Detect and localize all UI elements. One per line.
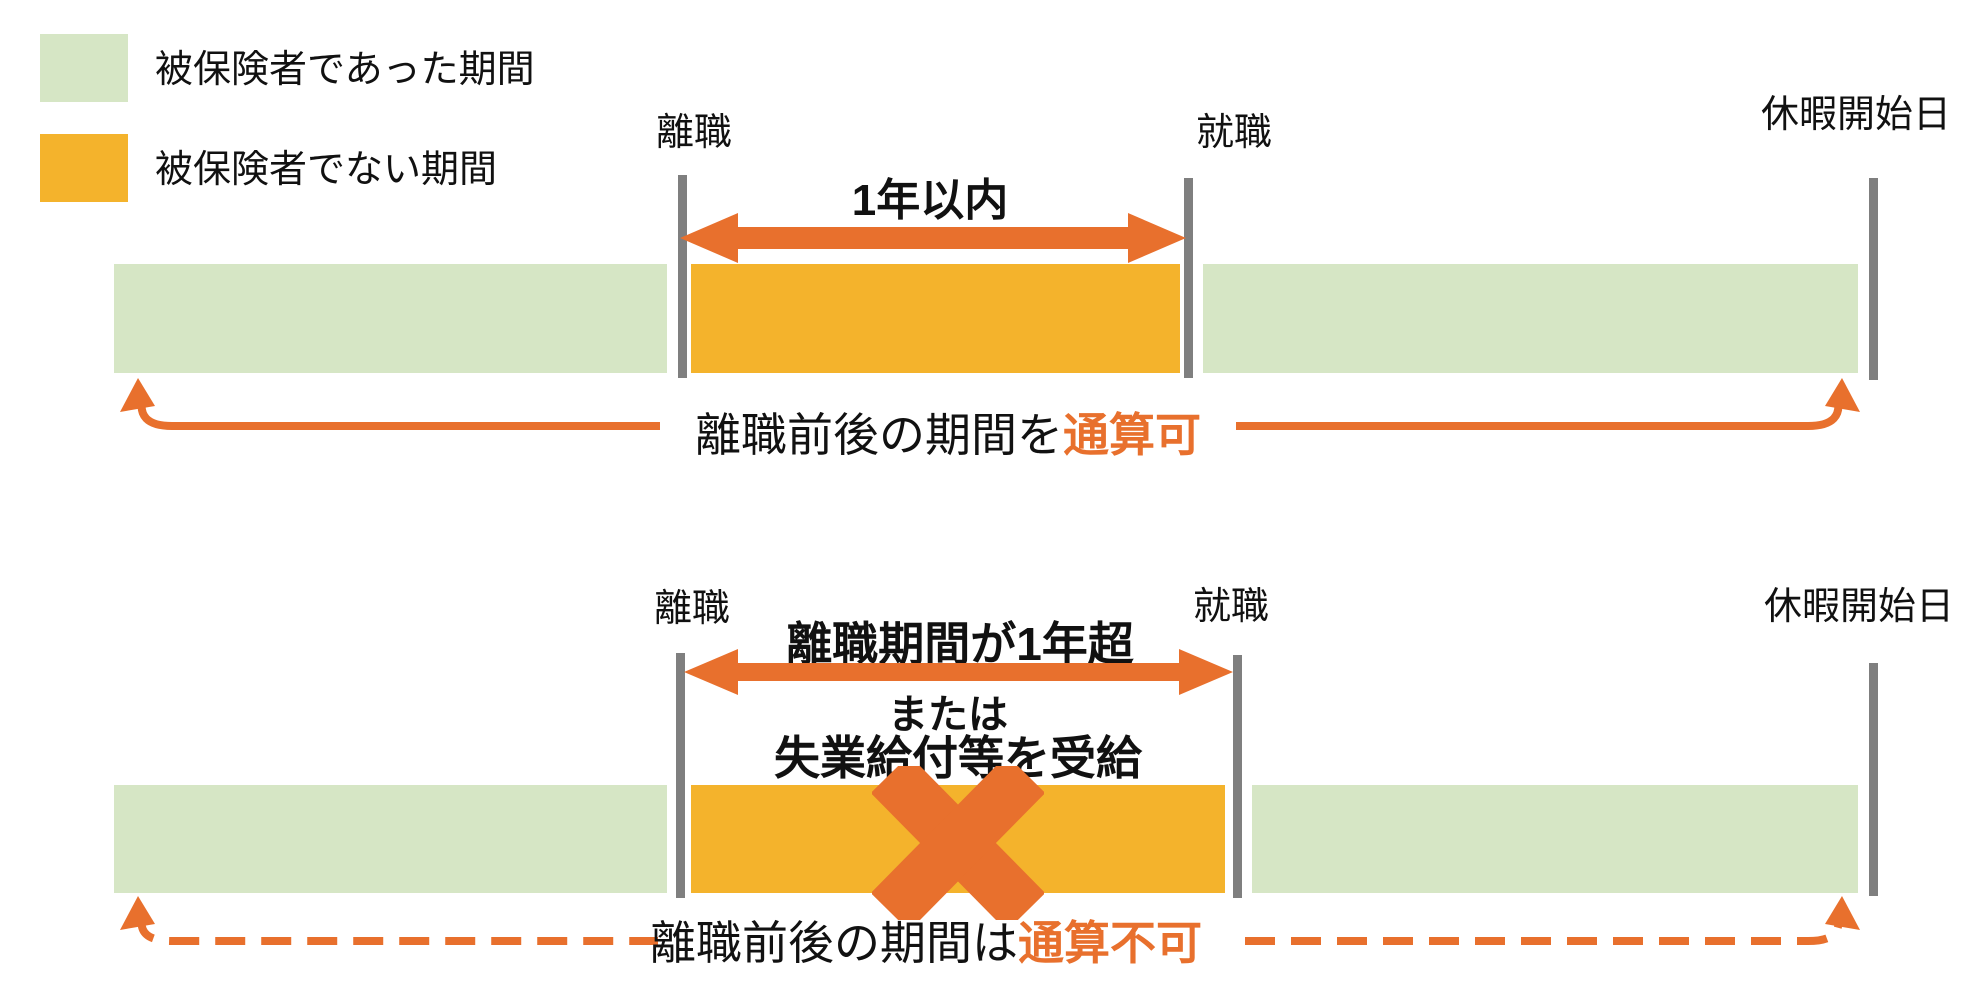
d2-milestone-line-leave-job <box>676 653 685 898</box>
d1-bar-uninsured-gap <box>691 264 1180 373</box>
d2-gap-condition-line2: または <box>888 693 1008 737</box>
d2-caption-highlight: 通算不可 <box>1018 917 1202 969</box>
d2-total-span-dashed-arrow-icon <box>120 896 1860 945</box>
d1-bar-insured-after <box>1203 264 1858 373</box>
legend-swatch-insured <box>40 34 128 102</box>
legend-swatch-uninsured <box>40 134 128 202</box>
d2-gap-condition-line3: 失業給付等を受給 <box>774 732 1142 784</box>
legend-label-uninsured: 被保険者でない期間 <box>155 149 498 191</box>
d2-milestone-label-leave-start: 休暇開始日 <box>1763 586 1955 628</box>
d1-caption-highlight: 通算可 <box>1063 409 1201 461</box>
d2-bar-insured-before <box>114 785 667 893</box>
d2-caption: 離職前後の期間は通算不可 <box>650 916 1202 971</box>
d2-milestone-line-get-job <box>1233 655 1242 898</box>
legend-label-insured: 被保険者であった期間 <box>155 49 535 91</box>
d2-milestone-line-leave-start <box>1869 663 1878 896</box>
d1-gap-duration-label: 1年以内 <box>851 176 1009 225</box>
d1-milestone-label-leave-job: 離職 <box>655 112 733 154</box>
d2-gap-span-arrow-icon <box>684 649 1233 695</box>
d2-bar-insured-after <box>1252 785 1858 893</box>
d1-bar-insured-before <box>114 264 667 373</box>
d2-x-mark-icon <box>872 766 1044 920</box>
d1-one-year-span-arrow-icon <box>680 213 1186 263</box>
d2-caption-text: 離職前後の期間は <box>650 917 1018 969</box>
d1-milestone-label-get-job: 就職 <box>1195 112 1273 154</box>
d1-milestone-line-leave-job <box>678 175 687 378</box>
d1-milestone-line-leave-start <box>1869 178 1878 380</box>
d1-caption: 離職前後の期間を通算可 <box>695 408 1201 463</box>
d1-caption-text: 離職前後の期間を <box>695 409 1063 461</box>
d2-milestone-label-leave-job: 離職 <box>653 588 731 630</box>
d2-gap-condition-line1: 離職期間が1年超 <box>786 618 1134 670</box>
d1-total-span-arrow-icon <box>120 378 1860 430</box>
d1-milestone-label-leave-start: 休暇開始日 <box>1760 94 1952 136</box>
d1-milestone-line-get-job <box>1184 178 1193 378</box>
d2-milestone-label-get-job: 就職 <box>1192 586 1270 628</box>
